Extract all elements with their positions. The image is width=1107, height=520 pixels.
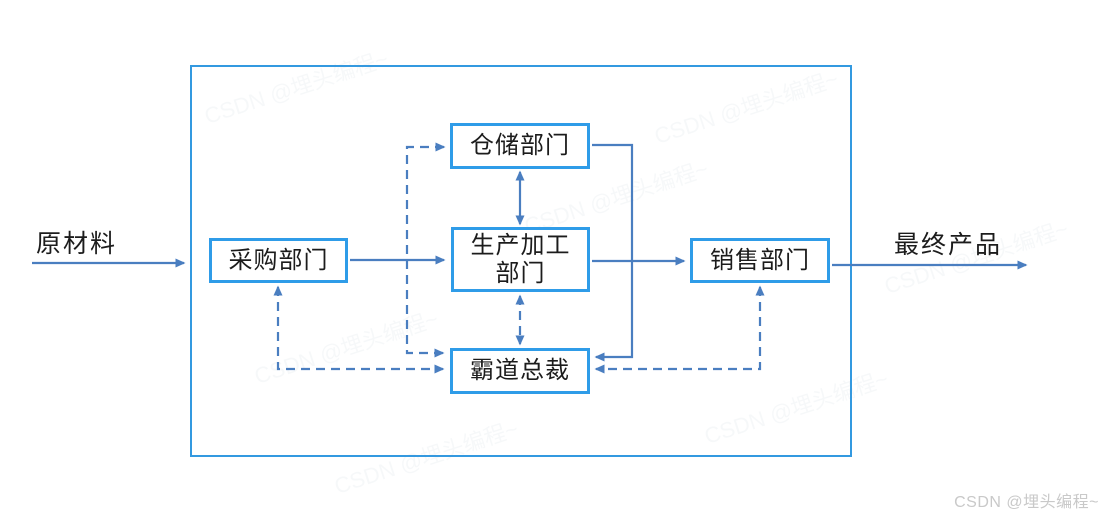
node-production-label-line2: 部门 [495,260,546,287]
system-boundary-box [190,65,852,457]
node-ceo-label: 霸道总裁 [470,358,570,384]
node-warehouse-label: 仓储部门 [470,133,570,159]
csdn-watermark: CSDN @埋头编程~ [954,494,1099,511]
node-purchasing-label: 采购部门 [228,247,329,274]
node-warehouse-department: 仓储部门 [450,123,590,169]
node-purchasing-department: 采购部门 [209,238,348,283]
node-sales-department: 销售部门 [690,238,830,283]
node-production-label-line1: 生产加工 [470,232,571,259]
final-product-label: 最终产品 [894,232,1003,259]
node-sales-label: 销售部门 [710,247,810,274]
node-ceo: 霸道总裁 [450,348,590,394]
node-production-department: 生产加工 部门 [451,227,590,292]
raw-material-label: 原材料 [36,231,118,258]
